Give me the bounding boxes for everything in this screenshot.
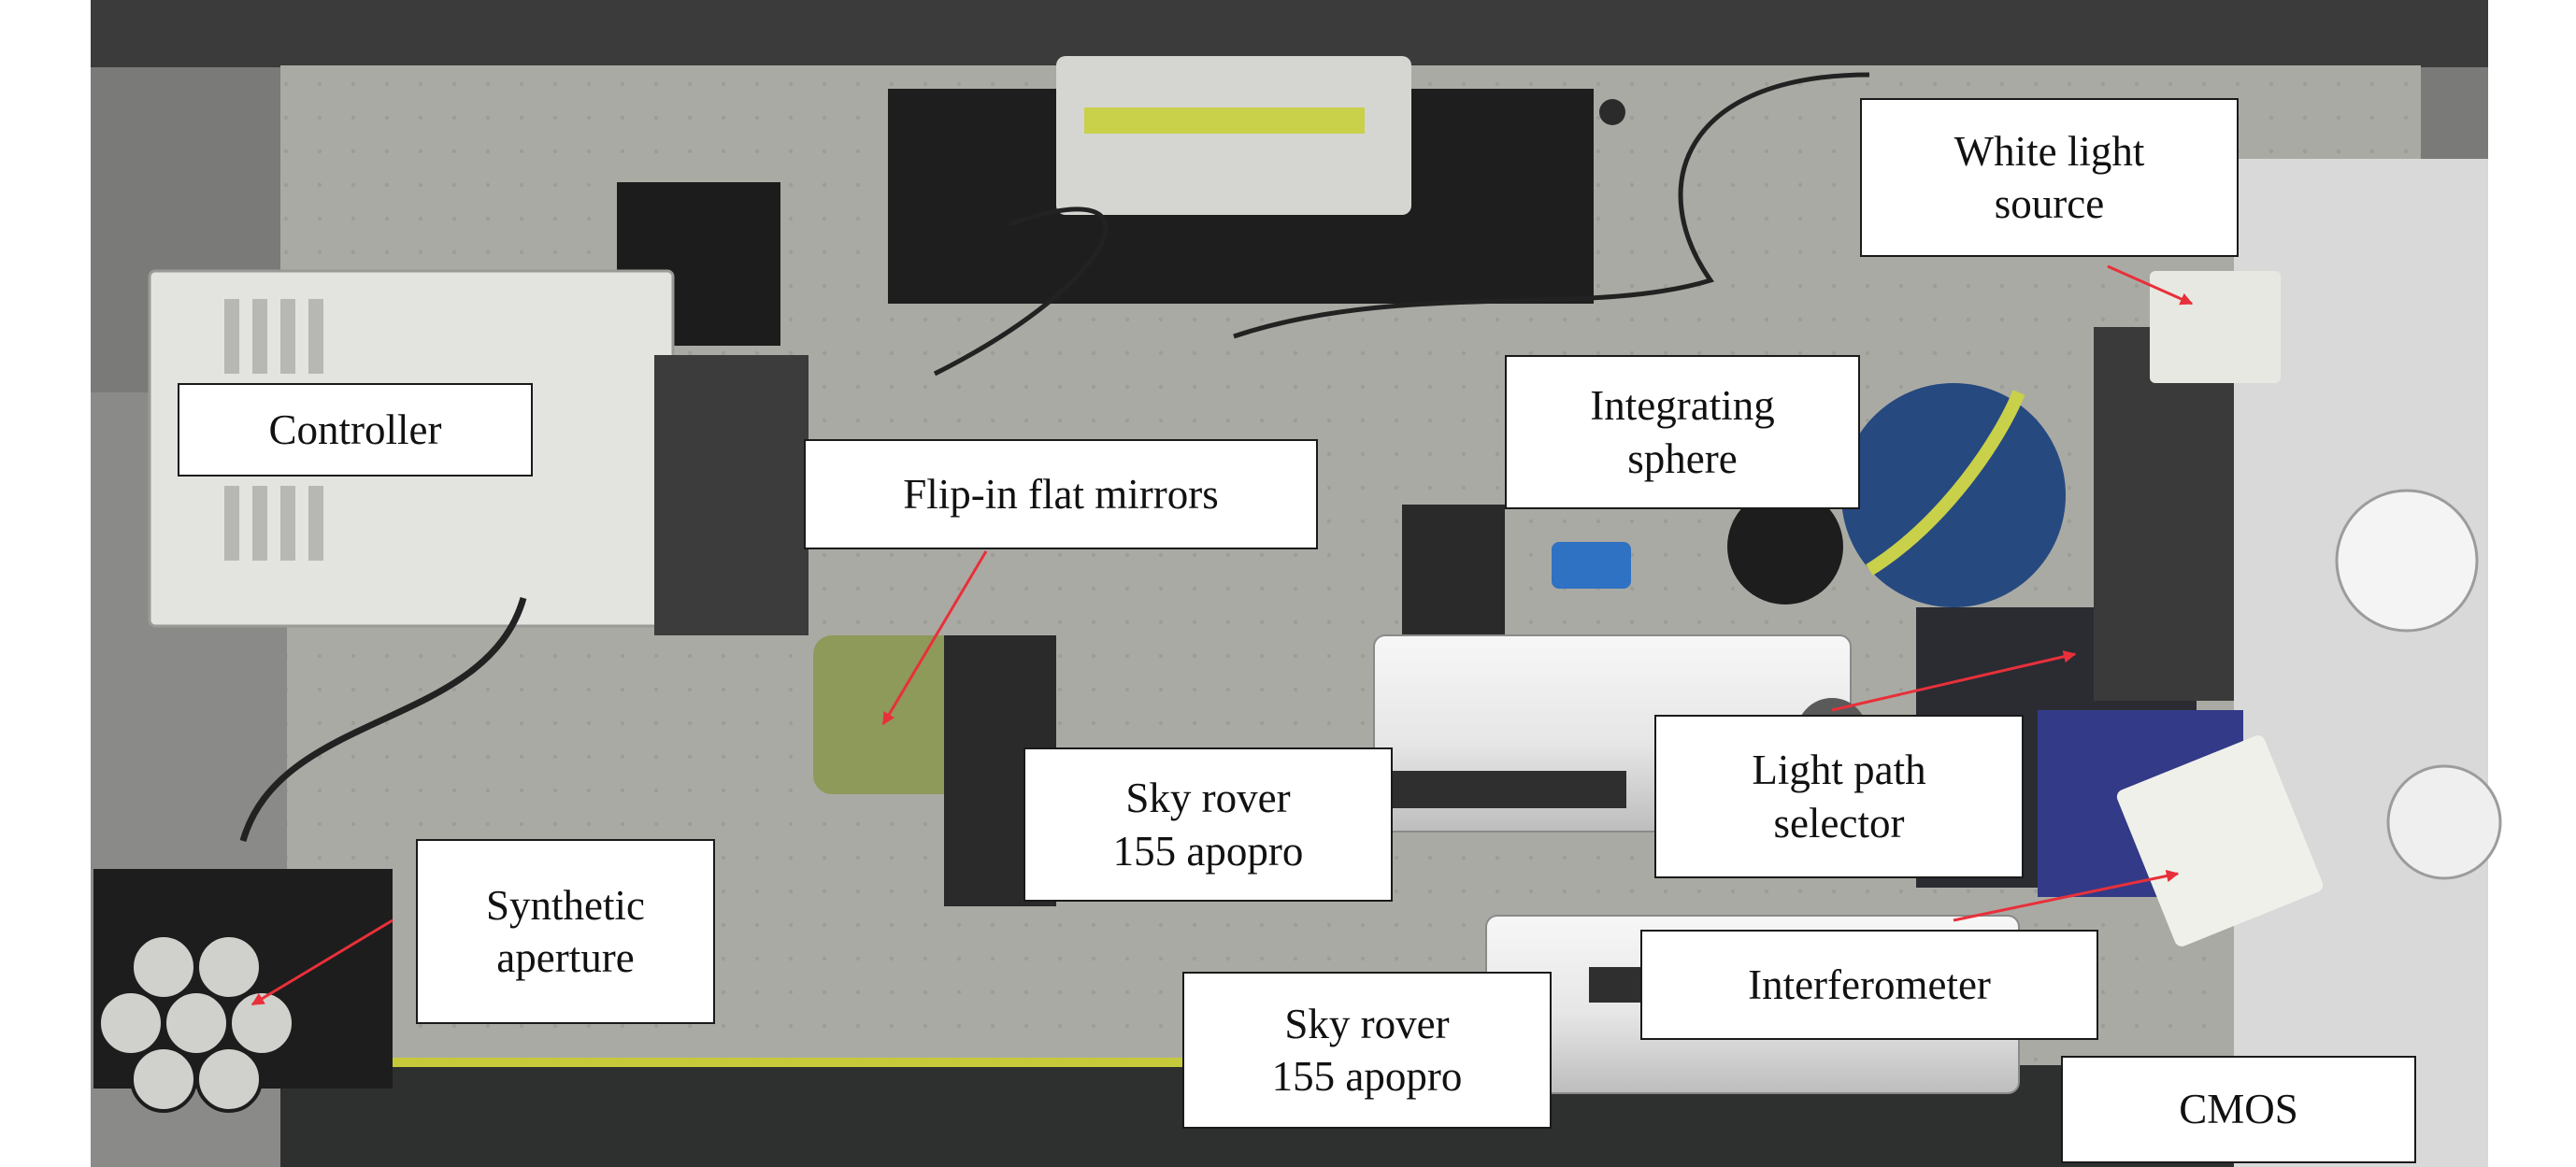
cable-3 (1233, 72, 1870, 339)
arrow-flip-mirrors (881, 550, 988, 726)
white-light-source-box (2150, 271, 2281, 383)
synthetic-aperture-segments (97, 933, 295, 1113)
cable-1 (239, 597, 527, 842)
arrow-synthetic-aperture (250, 918, 394, 1006)
arrow-white-light-source (2107, 264, 2194, 306)
controller-vents (224, 299, 323, 561)
label-interferometer: Interferometer (1640, 930, 2098, 1040)
linear-stage-knob (1599, 99, 1625, 125)
label-sky-rover-lower: Sky rover 155 apopro (1182, 972, 1552, 1129)
arrow-cmos (1953, 869, 2180, 922)
integrating-sphere-band (1866, 390, 2025, 576)
integrating-sphere-port (1727, 489, 1843, 605)
arrow-light-path-selector (1831, 650, 2077, 712)
label-integrating-sphere: Integrating sphere (1505, 355, 1860, 509)
label-cmos: CMOS (2061, 1056, 2416, 1163)
optics-post-rail (2094, 327, 2234, 701)
wall-dial (2386, 764, 2502, 880)
label-controller: Controller (178, 383, 533, 477)
label-synthetic-aperture: Synthetic aperture (416, 839, 715, 1024)
label-light-path-selector: Light path selector (1654, 715, 2024, 878)
usb-device (1552, 542, 1631, 589)
telescope-upper-band (1393, 771, 1626, 808)
cmos-camera-box (2116, 735, 2324, 946)
wall-disk (2335, 489, 2479, 633)
label-sky-rover-upper: Sky rover 155 apopro (1023, 747, 1393, 902)
cable-2 (933, 206, 1109, 377)
linear-stage-rail (1084, 107, 1365, 134)
label-white-light-source: White light source (1860, 98, 2239, 257)
controller-panel (654, 355, 809, 635)
linear-stage-carriage (1056, 56, 1411, 215)
label-flip-in-flat-mirrors: Flip-in flat mirrors (804, 439, 1318, 549)
table-yellow-edge (280, 1058, 1869, 1067)
